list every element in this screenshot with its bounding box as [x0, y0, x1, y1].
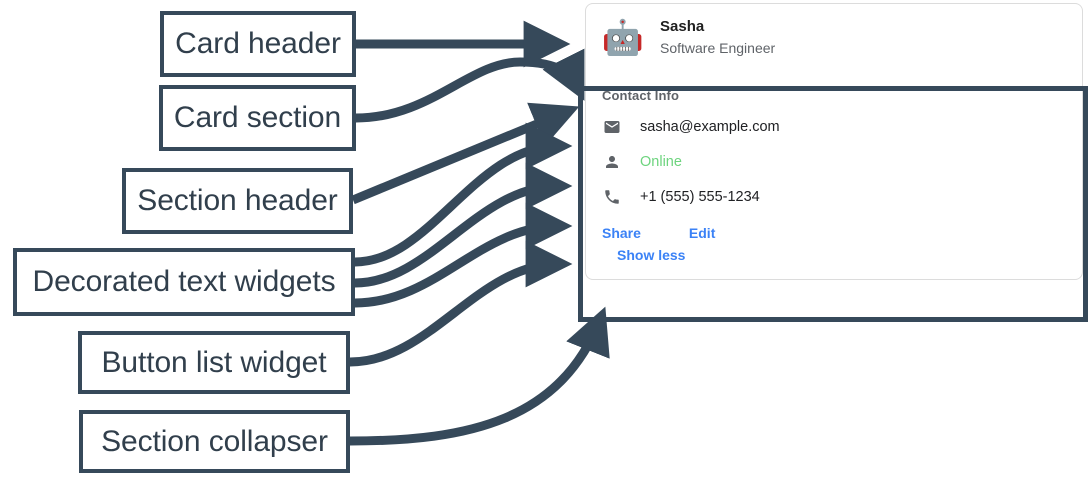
- card-section: Contact Info sasha@example.com Online: [586, 72, 1082, 279]
- callout-label: Card header: [175, 27, 341, 60]
- connector-section-header: [351, 102, 580, 205]
- callout-button-list-widget: Button list widget: [78, 331, 350, 394]
- decorated-text-label: +1 (555) 555-1234: [640, 189, 760, 206]
- section-header: Contact Info: [602, 88, 680, 104]
- callout-label: Decorated text widgets: [32, 265, 336, 298]
- person-icon: [602, 152, 622, 172]
- button-list-widget: Share Edit: [602, 225, 1082, 241]
- section-collapser-button[interactable]: Show less: [617, 247, 686, 264]
- edit-button[interactable]: Edit: [688, 225, 716, 242]
- avatar-glyph: 🤖: [601, 19, 645, 58]
- decorated-text-label: Online: [640, 154, 682, 171]
- card-header: 🤖 Sasha Software Engineer: [586, 4, 1082, 72]
- connector-card-section: [355, 48, 585, 123]
- decorated-text-widget-email[interactable]: sasha@example.com: [602, 117, 1082, 137]
- card-title: Sasha: [660, 18, 705, 35]
- card-header-text: Sasha Software Engineer: [660, 17, 775, 59]
- robot-face-icon: 🤖: [602, 17, 644, 59]
- callout-section-header: Section header: [122, 168, 353, 234]
- connector-decorated-text-online: [354, 162, 573, 288]
- profile-card: 🤖 Sasha Software Engineer Contact Info s…: [585, 3, 1083, 281]
- callout-label: Section collapser: [101, 424, 328, 458]
- connector-decorated-text-phone: [354, 202, 573, 308]
- callout-card-header: Card header: [160, 11, 356, 77]
- callout-label: Button list widget: [101, 345, 327, 379]
- decorated-text-widget-status[interactable]: Online: [602, 152, 1082, 172]
- email-icon: [602, 117, 622, 137]
- callout-decorated-text-widgets: Decorated text widgets: [13, 248, 355, 316]
- callout-card-section: Card section: [159, 85, 356, 151]
- callout-section-collapser: Section collapser: [79, 410, 350, 473]
- share-button[interactable]: Share: [602, 225, 641, 242]
- connector-decorated-text-email: [354, 122, 573, 267]
- decorated-text-widget-phone[interactable]: +1 (555) 555-1234: [602, 187, 1082, 207]
- card-subtitle: Software Engineer: [660, 40, 776, 57]
- phone-icon: [602, 187, 622, 207]
- callout-label: Section header: [137, 184, 338, 217]
- decorated-text-label: sasha@example.com: [640, 119, 780, 136]
- callout-label: Card section: [173, 101, 342, 134]
- connector-section-collapser: [349, 306, 610, 446]
- connector-button-list: [349, 240, 573, 367]
